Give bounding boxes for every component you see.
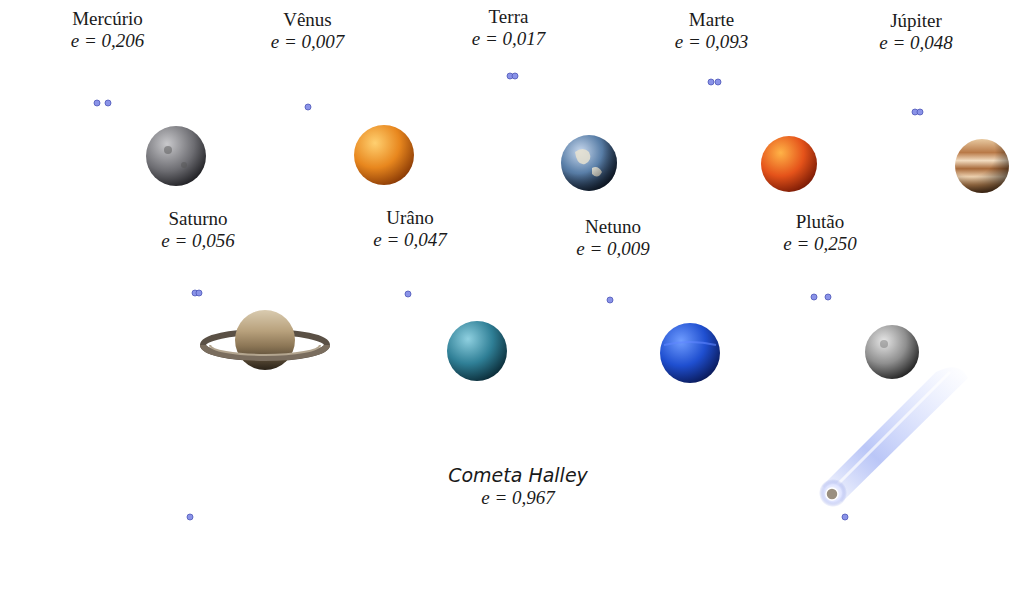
body-name: Urâno: [386, 207, 433, 229]
focus-dots: [94, 73, 923, 520]
mercury-sphere: [146, 126, 206, 186]
venus-sphere: [354, 125, 414, 185]
body-name: Terra: [489, 6, 529, 28]
orbit-ellipse: [215, 4, 400, 194]
orbit-ellipse: [823, 5, 1009, 189]
orbit-ellipse: [11, 3, 204, 197]
planet-orbit: Saturnoe = 0,056: [105, 196, 291, 386]
mars-sphere: [761, 136, 817, 192]
jupiter-sphere: [955, 139, 1009, 193]
body-name: Cometa Halley: [448, 465, 588, 487]
eccentricity-value: e = 0,009: [576, 238, 650, 260]
planet-orbit: Plutãoe = 0,250: [727, 199, 913, 385]
comet-orbit: Cometa Halleye = 0,967: [188, 441, 848, 591]
body-name: Mercúrio: [72, 8, 143, 30]
planet-orbit: Mercúrioe = 0,206: [10, 2, 205, 198]
eccentricity-value: e = 0,250: [783, 233, 857, 255]
eccentricity-value: e = 0,007: [271, 31, 345, 53]
eccentricity-value: e = 0,967: [481, 487, 555, 509]
body-name: Marte: [689, 9, 734, 31]
orbit-ellipse: [619, 4, 804, 192]
body-name: Plutão: [796, 211, 845, 233]
orbit-ellipse: [417, 3, 600, 191]
planet-orbit: Netunoe = 0,009: [520, 200, 706, 386]
planet-orbit: Vênuse = 0,007: [214, 3, 401, 195]
saturn-sphere: [203, 310, 327, 370]
planet-orbit: Terrae = 0,017: [416, 2, 601, 192]
eccentricity-value: e = 0,017: [472, 28, 546, 50]
orbit-ellipse: [521, 201, 705, 385]
comet: [819, 367, 968, 507]
body-name: Saturno: [168, 208, 227, 230]
eccentricity-value: e = 0,206: [71, 30, 145, 52]
orbit-ellipse: [728, 200, 912, 384]
orbit-ellipse: [189, 442, 847, 590]
body-name: Netuno: [585, 216, 641, 238]
eccentricity-value: e = 0,047: [373, 229, 447, 251]
orbit-ellipse: [318, 198, 502, 386]
orbit-outline: [188, 441, 848, 591]
uranus-sphere: [447, 321, 507, 381]
orbit-ellipse: [106, 197, 290, 385]
eccentricity-value: e = 0,093: [675, 31, 749, 53]
eccentricity-value: e = 0,056: [161, 230, 235, 252]
body-name: Júpiter: [890, 10, 942, 32]
pluto-sphere: [865, 325, 919, 379]
neptune-sphere: [660, 323, 720, 383]
eccentricity-value: e = 0,048: [879, 32, 953, 54]
body-name: Vênus: [283, 9, 332, 31]
planet-orbit: Martee = 0,093: [618, 3, 805, 193]
earth-sphere: [561, 135, 617, 191]
planet-orbit: Urânoe = 0,047: [317, 197, 503, 387]
planet-orbit: Júpitere = 0,048: [822, 4, 1010, 190]
